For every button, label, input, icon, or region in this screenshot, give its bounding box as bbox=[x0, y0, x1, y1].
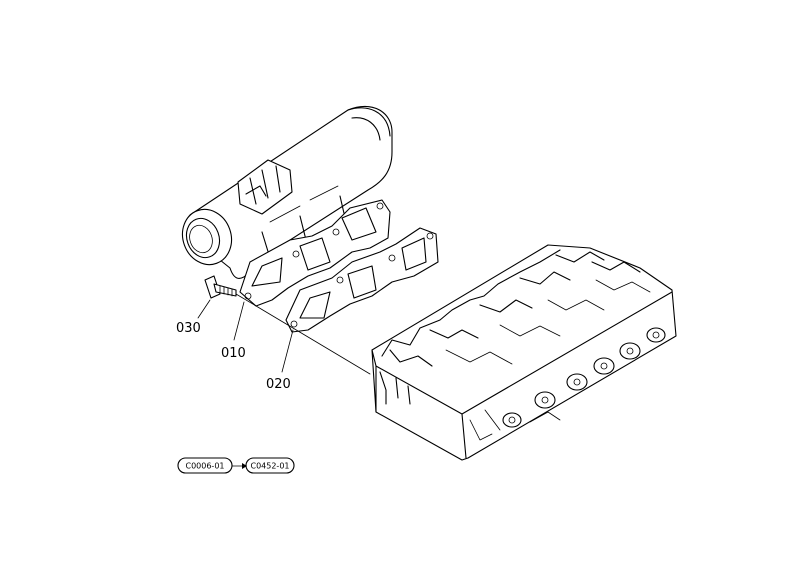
cylinder-head-drawing bbox=[371, 244, 677, 461]
arrow-right-icon bbox=[242, 463, 247, 469]
reference-to-badge[interactable]: C0452-01 bbox=[245, 457, 295, 474]
reference-to-label: C0452-01 bbox=[250, 462, 289, 471]
callout-010: 010 bbox=[221, 346, 246, 361]
leader-010 bbox=[233, 301, 245, 341]
reference-from-label: C0006-01 bbox=[185, 462, 224, 471]
leader-020 bbox=[281, 329, 294, 373]
exhaust-manifold-drawing bbox=[181, 105, 393, 279]
reference-from-badge[interactable]: C0006-01 bbox=[177, 457, 233, 474]
callout-020: 020 bbox=[266, 377, 291, 392]
leader-030 bbox=[197, 299, 211, 319]
callout-030: 030 bbox=[176, 321, 201, 336]
assembly-line bbox=[235, 293, 371, 375]
gasket-020-drawing bbox=[285, 227, 439, 333]
bolt-030-drawing bbox=[204, 275, 237, 299]
manifold-gasket-010-drawing bbox=[239, 199, 391, 307]
